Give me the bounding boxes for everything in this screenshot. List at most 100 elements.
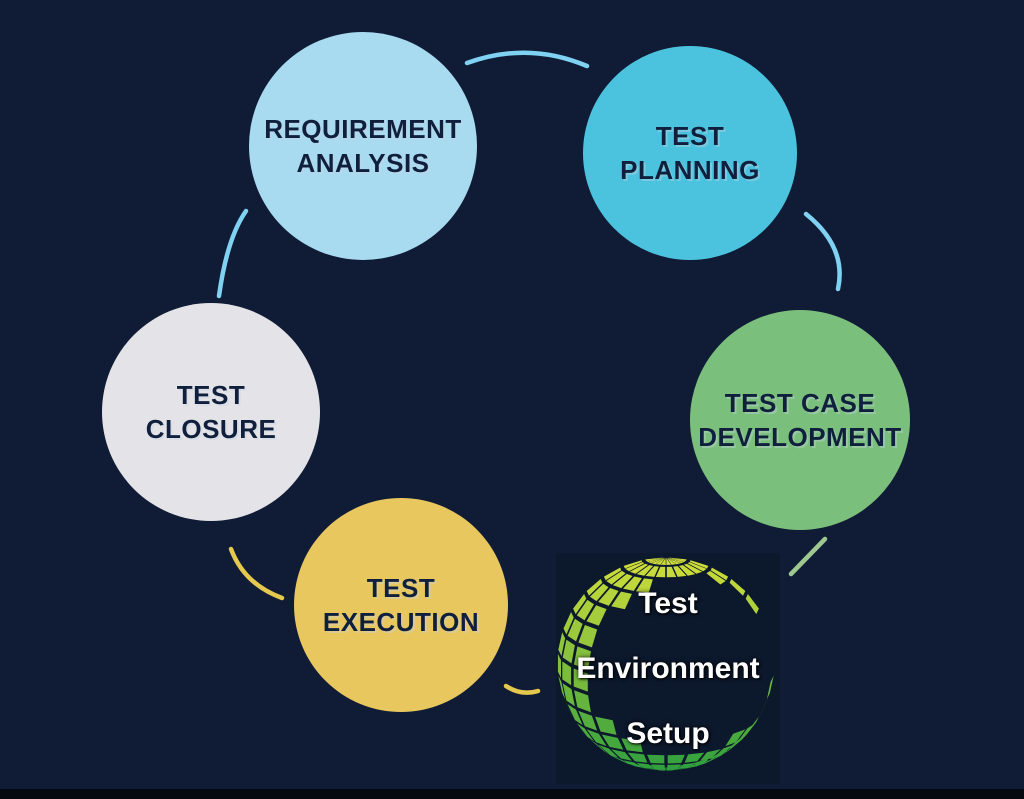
globe-tile: [683, 563, 703, 574]
globe-tile: [645, 566, 659, 577]
globe-tile: [586, 605, 607, 626]
globe-tile: [745, 716, 759, 736]
globe-tile: [655, 769, 666, 771]
globe-tile: [745, 594, 759, 615]
globe-tile: [706, 570, 726, 585]
globe-tile: [612, 573, 633, 589]
globe-tile: [636, 766, 654, 770]
globe-tile: [629, 563, 649, 574]
globe-tile: [660, 558, 666, 565]
stage-test-closure-label: TEST CLOSURE: [145, 379, 277, 444]
globe-tile: [667, 557, 681, 565]
globe-tile: [562, 661, 572, 686]
globe-tile: [563, 696, 574, 719]
globe-tile: [666, 566, 677, 578]
stage-test-environment-setup-label: Test Environment Setup: [556, 589, 780, 749]
globe-tile: [578, 625, 598, 648]
globe-tile: [636, 578, 653, 593]
globe-tile: [636, 762, 653, 769]
globe-tile: [667, 754, 685, 764]
globe-tile: [645, 557, 664, 561]
stage-test-planning: TEST PLANNING: [583, 46, 797, 260]
globe-tile: [666, 558, 672, 565]
stage-test-case-development: TEST CASE DEVELOPMENT: [690, 310, 910, 530]
stage-test-execution: TEST EXECUTION: [294, 498, 508, 712]
arrow-test-execution-to-test-closure: [228, 546, 285, 601]
globe-tile: [636, 565, 654, 576]
globe-tile: [557, 653, 561, 678]
globe-tile: [611, 749, 632, 761]
globe-tile: [558, 632, 566, 657]
globe-tile: [598, 744, 619, 758]
arrow-test-case-development-to-test-environment-setup: [788, 536, 828, 577]
globe-tile: [589, 583, 609, 602]
globe-tile: [601, 734, 624, 750]
globe-tile: [646, 557, 665, 563]
globe-tile: [648, 557, 665, 564]
globe-tile: [678, 766, 696, 770]
globe-tile: [666, 557, 677, 565]
globe-tile: [562, 683, 575, 707]
globe-tile: [684, 752, 705, 763]
stage-requirement-analysis: REQUIREMENT ANALYSIS: [249, 32, 477, 260]
globe-tile: [586, 579, 603, 596]
globe-tile: [623, 576, 642, 591]
globe-tile: [573, 668, 588, 692]
globe-tile: [558, 675, 566, 700]
globe-tile: [679, 762, 696, 769]
globe-tile: [621, 738, 643, 753]
globe-tile: [667, 557, 686, 563]
globe-tile: [690, 760, 709, 768]
globe-tile: [603, 567, 622, 581]
globe-tile: [562, 639, 575, 664]
globe-tile: [725, 729, 746, 747]
arrow-test-closure-to-requirement-analysis: [216, 208, 249, 299]
stage-test-environment-setup: Test Environment Setup: [556, 553, 780, 784]
globe-tile: [689, 560, 709, 569]
globe-tile: [655, 557, 666, 565]
globe-tile: [647, 754, 665, 764]
stage-requirement-analysis-label: REQUIREMENT ANALYSIS: [264, 113, 462, 178]
globe-tile: [586, 729, 607, 747]
globe-tile: [567, 618, 583, 642]
globe-tile: [625, 562, 645, 572]
globe-tile: [573, 594, 587, 615]
globe-tile: [710, 567, 729, 581]
globe-tile: [687, 562, 707, 572]
globe-tile: [595, 716, 617, 735]
globe-tile: [667, 557, 684, 564]
globe-tile: [651, 764, 665, 770]
globe-tile: [627, 752, 648, 763]
globe-tile: [611, 591, 632, 610]
globe-tile: [623, 760, 642, 768]
globe-tile: [651, 557, 665, 565]
globe-tile: [713, 744, 734, 758]
globe-tile: [612, 756, 633, 766]
globe-tile: [645, 768, 659, 771]
globe-tile: [678, 565, 696, 576]
globe-tile: [766, 675, 774, 700]
globe-tile: [655, 566, 666, 578]
globe-tile: [667, 764, 681, 770]
globe-tile: [666, 769, 677, 771]
globe-tile: [758, 696, 769, 719]
globe-label-line-1: Test: [638, 587, 698, 620]
stage-test-case-development-label: TEST CASE DEVELOPMENT: [698, 387, 902, 452]
stage-test-closure: TEST CLOSURE: [102, 303, 320, 521]
globe-tile: [589, 739, 609, 755]
globe-tile: [700, 749, 721, 761]
stage-test-execution-label: TEST EXECUTION: [322, 572, 480, 637]
globe-icon: [557, 557, 774, 771]
arrow-test-planning-to-test-case-development: [803, 211, 842, 292]
globe-label-line-2: Environment: [576, 652, 760, 685]
globe-tile: [606, 570, 626, 585]
arrow-requirement-analysis-to-test-planning: [464, 50, 590, 69]
globe-tile: [574, 646, 591, 670]
globe-tile: [574, 690, 591, 713]
globe-tile: [623, 560, 643, 569]
globe-tile: [578, 710, 598, 731]
bottom-edge-bar: [0, 789, 1024, 799]
globe-tile: [673, 566, 687, 577]
globe-label-line-3: Setup: [626, 717, 710, 750]
